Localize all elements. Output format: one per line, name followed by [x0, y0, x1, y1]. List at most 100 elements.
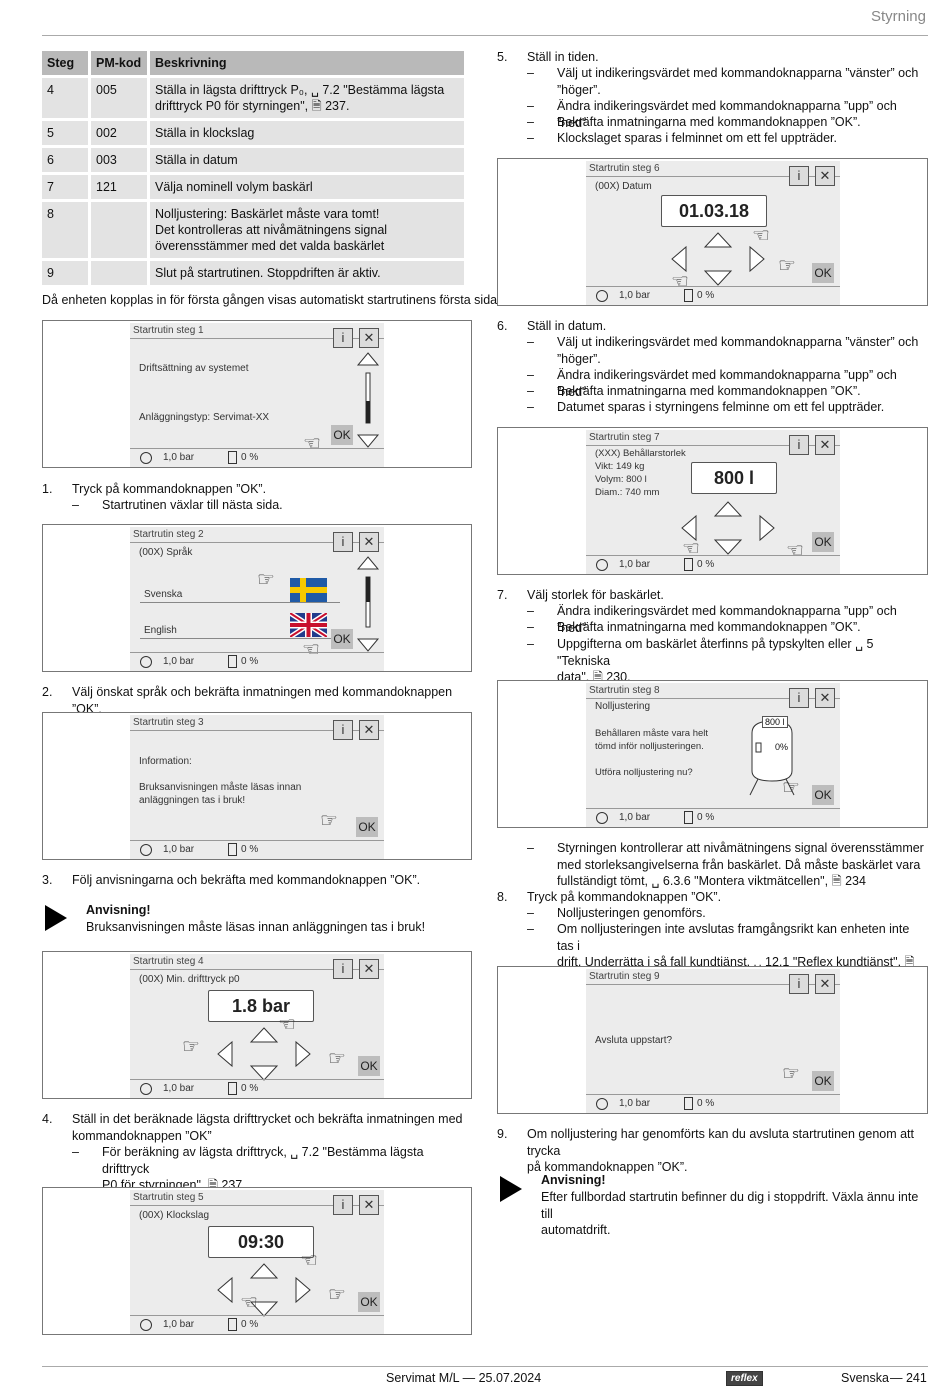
vessel-size-field[interactable]: 800 l — [691, 462, 777, 494]
hand-pointer-icon: ☜ — [240, 1292, 258, 1314]
cell-pm — [91, 202, 147, 258]
screen-subtitle: (00X) Klockslag — [139, 1210, 210, 1221]
language-option-english[interactable]: English — [144, 625, 177, 636]
ok-button[interactable]: OK — [331, 629, 353, 649]
direction-arrows-icon[interactable] — [678, 500, 778, 556]
note-arrow-icon — [500, 1176, 522, 1202]
uk-flag-icon[interactable] — [290, 613, 327, 637]
substep-text: För beräkning av lägsta drifttryck, ␣ 7.… — [102, 1145, 424, 1192]
substep-text: Ändra indikeringsvärdet med kommandoknap… — [557, 368, 897, 399]
screen-info-text: Information: Bruksanvisningen måste läsa… — [139, 756, 302, 806]
status-bar: 1,0 bar 0 % — [586, 286, 840, 305]
screen-title: Startrutin steg 6 — [589, 163, 660, 174]
info-button[interactable]: i — [789, 435, 809, 455]
step-text: Välj storlek för baskärlet. — [527, 588, 664, 602]
substep-text: Bekräfta inmatningarna med kommandoknapp… — [557, 384, 861, 398]
close-button[interactable]: ✕ — [359, 959, 379, 979]
cell-desc: Ställa in lägsta drifttryck P₀, ␣ 7.2 "B… — [150, 78, 464, 118]
status-bar: 1,0 bar 0 % — [586, 808, 840, 827]
hand-pointer-icon: ☞ — [328, 1284, 346, 1306]
close-button[interactable]: ✕ — [815, 974, 835, 994]
close-button[interactable]: ✕ — [359, 720, 379, 740]
pressure-value: 1,0 bar — [163, 1319, 195, 1330]
table-row: 6 003 Ställa in datum — [42, 148, 470, 172]
hand-pointer-icon: ☞ — [782, 777, 800, 799]
close-button[interactable]: ✕ — [815, 166, 835, 186]
display-step6: Startrutin steg 6 (00X) Datum 01.03.18 ☜… — [586, 161, 840, 305]
footer-product: Servimat M/L — 25.07.2024 — [386, 1371, 542, 1385]
close-button[interactable]: ✕ — [815, 688, 835, 708]
screen-title: Startrutin steg 5 — [133, 1192, 204, 1203]
vessel-specs: (XXX) Behållarstorlek Vikt: 149 kg Volym… — [595, 448, 686, 498]
ok-button[interactable]: OK — [358, 1292, 380, 1312]
step-number: 3. — [42, 873, 53, 887]
ok-button[interactable]: OK — [331, 425, 353, 445]
level-value: 0 % — [241, 452, 259, 463]
scroll-arrows-icon[interactable] — [356, 555, 380, 653]
divider — [130, 338, 384, 339]
pressure-value-field[interactable]: 1.8 bar — [208, 990, 314, 1022]
hand-pointer-icon: ☞ — [182, 1036, 200, 1058]
hand-pointer-icon: ☞ — [320, 810, 338, 832]
time-value-field[interactable]: 09:30 — [208, 1226, 314, 1258]
substep-text: Klockslaget sparas i felminnet om ett fe… — [557, 131, 838, 145]
ok-button[interactable]: OK — [812, 263, 834, 283]
info-button[interactable]: i — [789, 688, 809, 708]
info-button[interactable]: i — [789, 974, 809, 994]
substep-text: Styrningen kontrollerar att nivåmätninge… — [557, 841, 924, 888]
ok-button[interactable]: OK — [358, 1056, 380, 1076]
pressure-value: 1,0 bar — [163, 656, 195, 667]
level-value: 0 % — [241, 1083, 259, 1094]
info-button[interactable]: i — [333, 720, 353, 740]
info-button[interactable]: i — [333, 328, 353, 348]
cell-desc: Nolljustering: Baskärlet måste vara tomt… — [150, 202, 464, 258]
cell-pm: 005 — [91, 78, 147, 118]
hand-pointer-icon: ☜ — [682, 538, 700, 560]
screen-title: Startrutin steg 4 — [133, 956, 204, 967]
cell-pm: 121 — [91, 175, 147, 199]
level-value: 0 % — [697, 812, 715, 823]
screen-subtitle: (00X) Min. drifttryck p0 — [139, 974, 240, 985]
cell-steg: 5 — [42, 121, 88, 145]
pressure-gauge-icon — [140, 1083, 152, 1095]
scroll-arrows-icon[interactable] — [356, 351, 380, 449]
language-option-svenska[interactable]: Svenska — [144, 589, 183, 600]
note-text: Bruksanvisningen måste läsas innan anläg… — [86, 920, 426, 934]
screen-subtitle: (00X) Språk — [139, 547, 193, 558]
info-button[interactable]: i — [789, 166, 809, 186]
pressure-value: 1,0 bar — [619, 559, 651, 570]
hand-pointer-icon: ☞ — [778, 255, 796, 277]
swedish-flag-icon[interactable] — [290, 578, 327, 602]
direction-arrows-icon[interactable] — [214, 1262, 314, 1318]
direction-arrows-icon[interactable] — [668, 231, 768, 287]
direction-arrows-icon[interactable] — [214, 1026, 314, 1082]
divider — [130, 969, 384, 970]
info-button[interactable]: i — [333, 532, 353, 552]
cell-pm: 002 — [91, 121, 147, 145]
ok-button[interactable]: OK — [812, 1071, 834, 1091]
step-number: 1. — [42, 482, 53, 496]
display-step2: Startrutin steg 2 (00X) Språk Svenska En… — [130, 527, 384, 671]
close-button[interactable]: ✕ — [815, 435, 835, 455]
tank-level-label: 0% — [775, 742, 789, 752]
pressure-value: 1,0 bar — [619, 290, 651, 301]
ok-button[interactable]: OK — [812, 532, 834, 552]
substep-text: Bekräfta inmatningarna med kommandoknapp… — [557, 620, 861, 634]
ok-button[interactable]: OK — [356, 817, 378, 837]
close-button[interactable]: ✕ — [359, 328, 379, 348]
screen-frame-step7: Startrutin steg 7 (XXX) Behållarstorlek … — [497, 427, 928, 575]
ok-button[interactable]: OK — [812, 785, 834, 805]
info-button[interactable]: i — [333, 959, 353, 979]
close-button[interactable]: ✕ — [359, 1195, 379, 1215]
screen-title: Startrutin steg 2 — [133, 529, 204, 540]
step-number: 9. — [497, 1127, 508, 1141]
screen-frame-step4: Startrutin steg 4 (00X) Min. drifttryck … — [42, 951, 472, 1099]
divider — [586, 984, 840, 985]
divider — [130, 730, 384, 731]
date-value-field[interactable]: 01.03.18 — [661, 195, 767, 227]
info-button[interactable]: i — [333, 1195, 353, 1215]
hand-pointer-icon: ☞ — [782, 1063, 800, 1085]
close-button[interactable]: ✕ — [359, 532, 379, 552]
substep-text: Uppgifterna om baskärlet återfinns på ty… — [557, 637, 874, 684]
step-number: 8. — [497, 890, 508, 904]
